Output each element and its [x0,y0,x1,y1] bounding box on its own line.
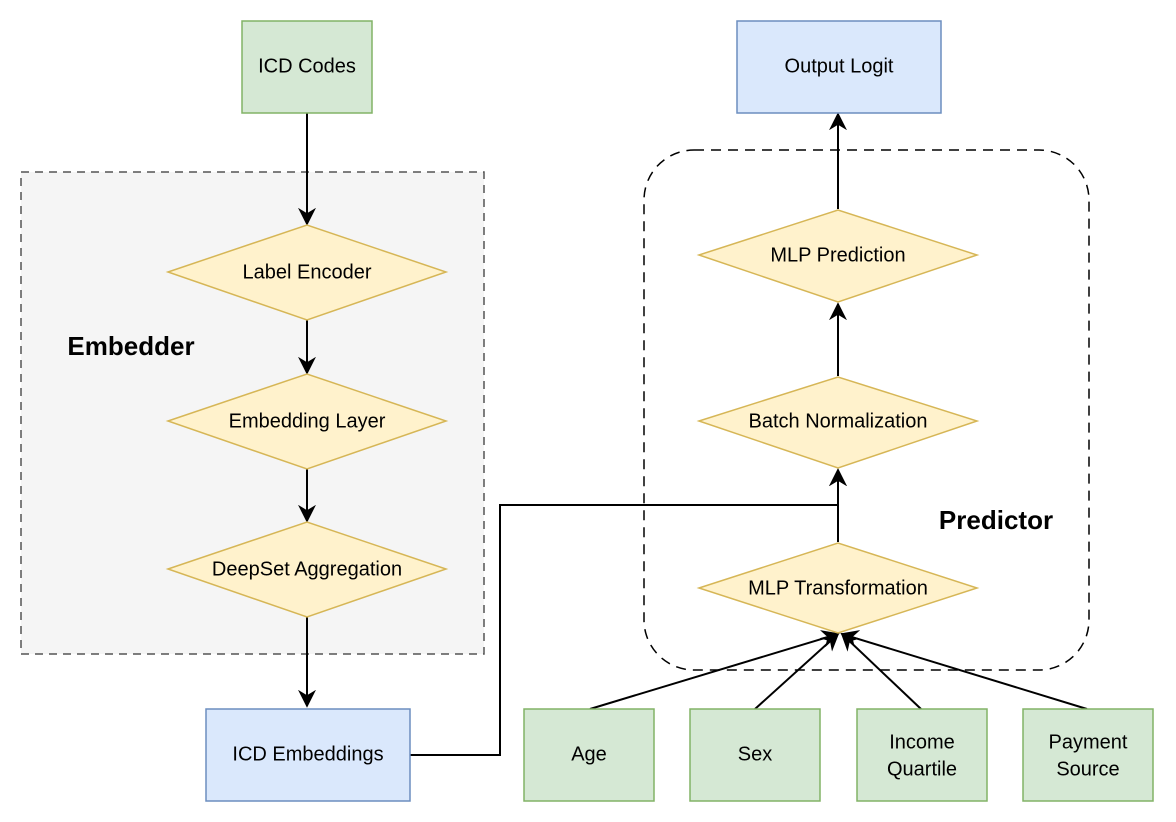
mlp-transformation-label: MLP Transformation [748,577,928,599]
edge-age-to-mlp-transformation [589,630,840,710]
edge-payment-source-to-mlp-transformation [840,630,1088,710]
output-logit-label: Output Logit [785,55,894,77]
icd-codes-label: ICD Codes [258,55,356,77]
node-sex: Sex [689,708,821,802]
node-label-encoder: Label Encoder [165,224,449,321]
node-payment-source: Payment Source [1022,708,1154,802]
node-mlp-prediction: MLP Prediction [696,209,980,303]
node-mlp-transformation: MLP Transformation [696,542,980,634]
predictor-group [643,149,1090,671]
edges [298,112,1088,756]
edge-sex-to-mlp-transformation [754,632,840,710]
deepset-aggregation-label: DeepSet Aggregation [212,558,402,580]
node-deepset-aggregation: DeepSet Aggregation [165,521,449,618]
node-icd-codes: ICD Codes [241,20,373,114]
sex-label: Sex [738,743,772,765]
embedder-group-label: Embedder [67,331,194,361]
label-encoder-label: Label Encoder [243,261,372,283]
node-batch-normalization: Batch Normalization [696,376,980,469]
node-age: Age [523,708,655,802]
income-quartile-label-line1: Income [889,731,955,753]
payment-source-label-line1: Payment [1049,731,1128,753]
node-icd-embeddings: ICD Embeddings [205,708,411,802]
batch-normalization-label: Batch Normalization [749,410,928,432]
payment-source-label-line2: Source [1056,758,1119,780]
mlp-prediction-label: MLP Prediction [770,244,905,266]
embedding-layer-label: Embedding Layer [229,410,386,432]
node-embedding-layer: Embedding Layer [165,373,449,470]
icd-embeddings-label: ICD Embeddings [232,743,383,765]
node-income-quartile: Income Quartile [856,708,988,802]
predictor-group-label: Predictor [939,505,1053,535]
node-output-logit: Output Logit [736,20,942,114]
income-quartile-label-line2: Quartile [887,758,957,780]
age-label: Age [571,743,607,765]
